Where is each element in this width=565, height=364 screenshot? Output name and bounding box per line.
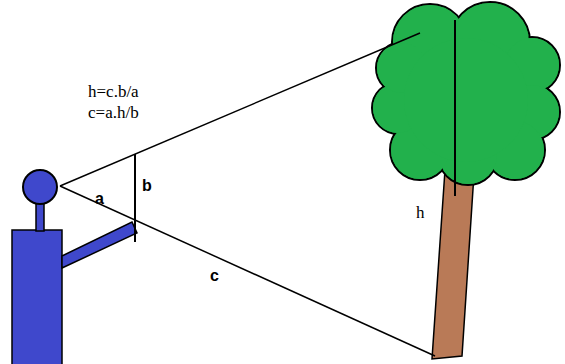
measuring-stick <box>134 154 136 242</box>
segment-label: h <box>416 204 425 221</box>
segment-label: a <box>95 191 104 207</box>
sight-line-top <box>60 33 420 186</box>
person-neck <box>36 203 44 231</box>
sight-line-bottom <box>60 186 435 356</box>
person-body <box>12 230 62 364</box>
segment-label: b <box>142 178 152 194</box>
tree-trunk <box>432 170 474 359</box>
height-line <box>454 20 456 196</box>
tree-foliage <box>372 2 560 185</box>
tree-foliage-fill <box>373 3 559 184</box>
person-head <box>23 170 57 204</box>
formula-label: c=a.h/b <box>88 104 139 121</box>
segment-label: c <box>210 268 219 284</box>
formula-label: h=c.b/a <box>88 83 139 100</box>
person-arm <box>62 222 137 268</box>
